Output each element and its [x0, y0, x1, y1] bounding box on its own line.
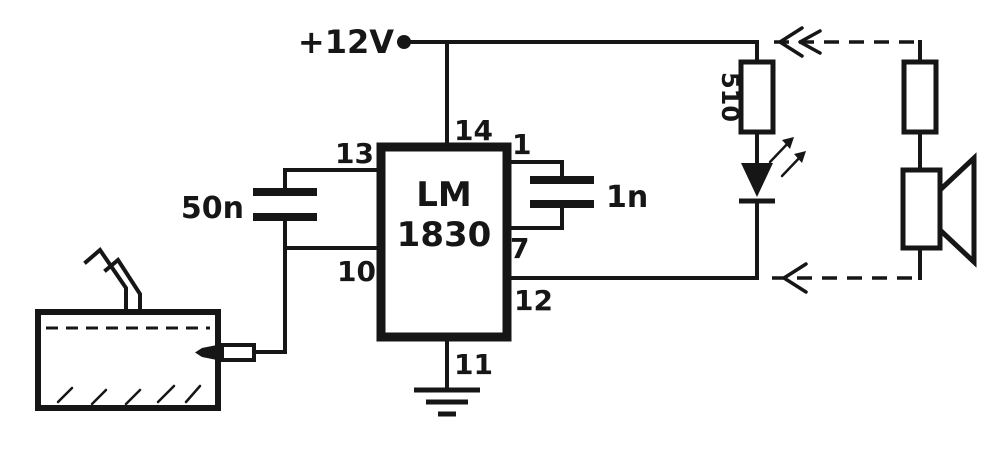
capacitor-1n-label: 1n: [606, 180, 648, 215]
speaker-cone: [937, 152, 977, 268]
dashed-link-top: [774, 26, 920, 58]
probe-tip: [195, 344, 222, 361]
capacitor-1n-net: 1 7 1n: [505, 128, 648, 265]
ic-lm1830: LM 1830: [376, 142, 512, 342]
emission-arrowhead-2: [794, 151, 806, 163]
hatch-line: [90, 388, 108, 406]
level-probe: [195, 343, 256, 362]
pin7-wire: [505, 202, 564, 230]
resistor-body: [901, 59, 939, 135]
filler-pipe-icon: [83, 247, 142, 314]
capacitor-50n-net: 50n 13 10: [181, 137, 383, 354]
hatch-line: [124, 388, 142, 406]
supply-voltage-label: +12V: [298, 23, 394, 61]
ground-net: 11: [414, 335, 493, 417]
hatch-line: [56, 386, 74, 404]
speaker-branch: [900, 40, 977, 280]
pin14-label: 14: [454, 114, 493, 147]
resistor-510-label: 510: [716, 72, 744, 122]
pin12-net: 12: [505, 276, 759, 317]
pin1-wire: [505, 160, 564, 182]
filler-pipe-line-2: [103, 257, 142, 314]
fluid-tank: [35, 247, 256, 411]
power-rail: +12V 14: [298, 23, 759, 149]
ic-label-line1: LM: [416, 175, 472, 215]
resistor-510: 510: [716, 40, 776, 135]
emission-arrowhead-1: [782, 137, 794, 149]
probe-body: [220, 343, 256, 362]
capacitor-50n-label: 50n: [181, 191, 244, 226]
speaker-driver: [900, 167, 943, 251]
led-emission-arrows-icon: [768, 137, 806, 178]
pin13-label: 13: [335, 137, 374, 170]
ground-symbol-icon: [414, 387, 480, 417]
ic-label-line2: 1830: [397, 215, 492, 255]
hatch-line: [156, 384, 176, 404]
pin7-label: 7: [510, 232, 529, 265]
speaker-icon: [900, 152, 977, 268]
chevron-arrow-icon: [782, 262, 808, 294]
led: [739, 130, 806, 280]
pin11-label: 11: [454, 348, 493, 381]
probe-wire: [252, 246, 287, 354]
tank-hatching: [56, 384, 202, 406]
chevron-arrow-icon: [798, 29, 822, 55]
pin1-label: 1: [512, 128, 531, 161]
hatch-line: [184, 384, 202, 404]
pin10-label: 10: [337, 255, 376, 288]
pin13-wire: [283, 168, 383, 194]
dashed-link-middle: [772, 262, 920, 294]
led-triangle: [741, 163, 773, 197]
filler-pipe-line-1: [83, 247, 128, 314]
ic-body: [376, 142, 512, 342]
chevron-arrow-icon: [778, 26, 804, 58]
pin12-label: 12: [514, 284, 553, 317]
resistor-body: [738, 59, 776, 135]
